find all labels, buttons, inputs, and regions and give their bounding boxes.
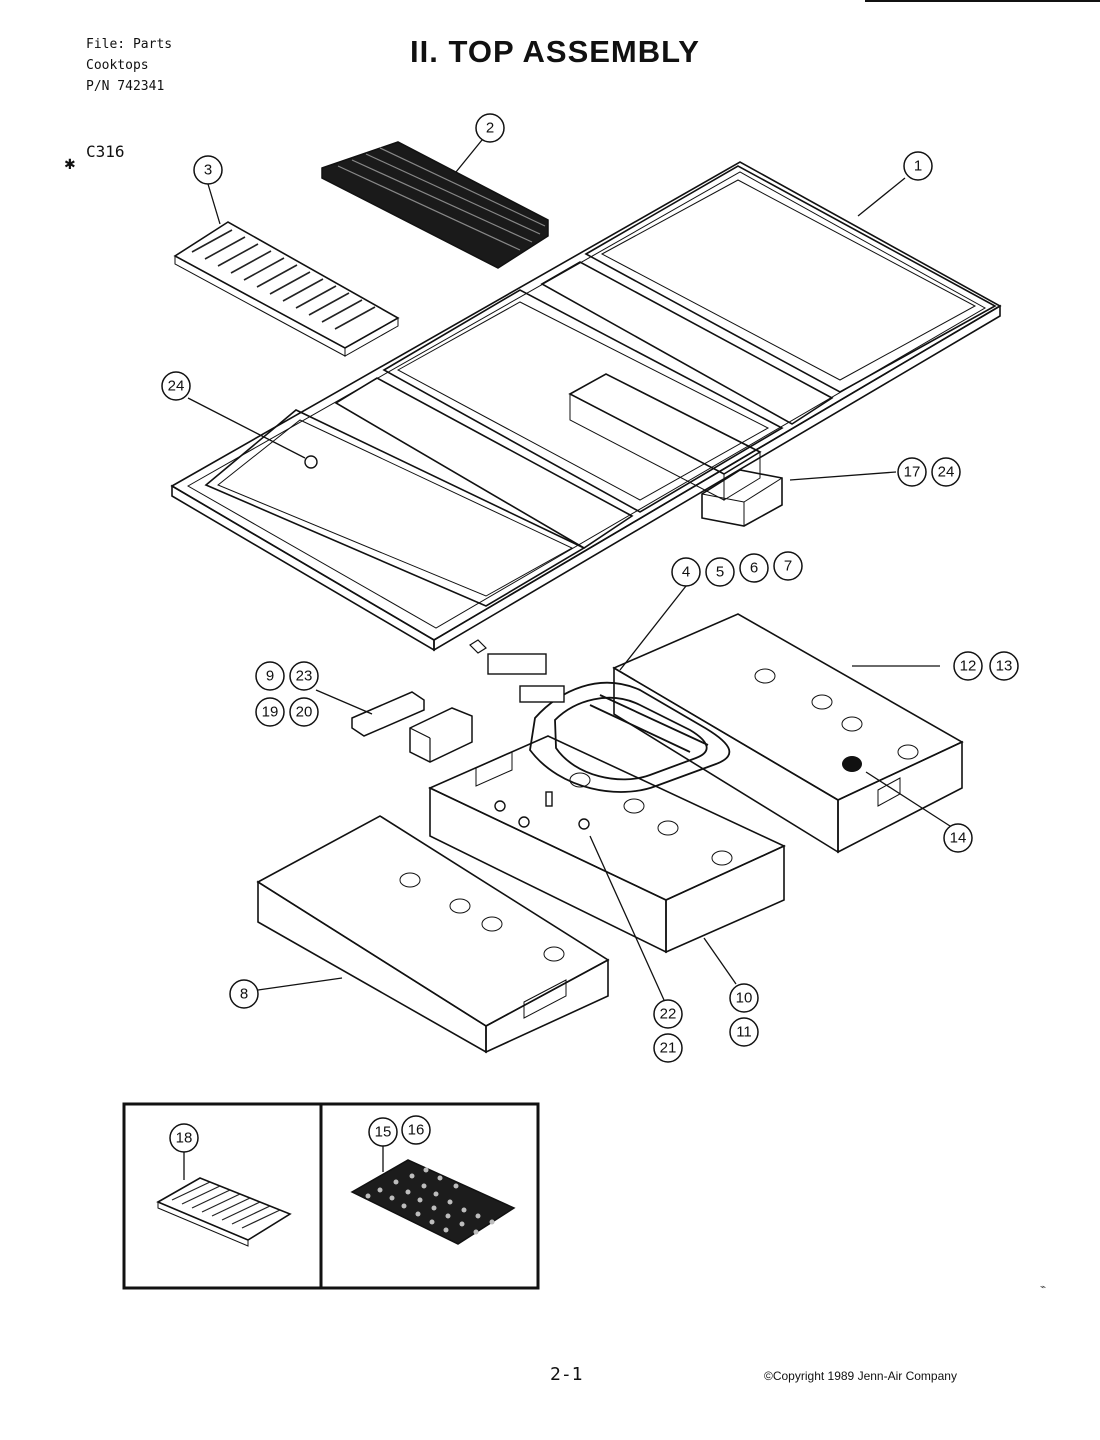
callout-9: 9: [255, 661, 285, 691]
callout-5: 5: [705, 557, 735, 587]
junction-box-drawing: [701, 469, 783, 527]
file-info-line: P/N 742341: [86, 79, 165, 94]
callout-label: 2: [486, 120, 494, 137]
nut-icon: [304, 455, 318, 469]
callout-label: 6: [750, 560, 758, 577]
callout-22: 22: [653, 999, 683, 1029]
model-number: C316: [86, 142, 125, 161]
callout-8: 8: [229, 979, 259, 1009]
callout-label: 8: [240, 986, 248, 1003]
callout-7: 7: [773, 551, 803, 581]
callout-label: 4: [682, 564, 690, 581]
top-frame-drawing: [170, 161, 1002, 652]
model-mark-icon: ✱: [64, 156, 76, 172]
callout-label: 1: [914, 158, 922, 175]
lava-rocks-drawing: [350, 1159, 516, 1245]
file-info: File: Parts Cooktops P/N 742341: [86, 34, 172, 97]
file-info-line: File: Parts: [86, 37, 173, 52]
copyright-notice: ©Copyright 1989 Jenn-Air Company: [764, 1369, 957, 1383]
callout-24-secondary: 24: [931, 457, 961, 487]
callout-label: 9: [266, 668, 274, 685]
scan-mark-icon: ⌁: [1040, 1282, 1047, 1293]
accessory-grate-drawing: [156, 1177, 292, 1247]
callout-label: 10: [736, 990, 753, 1007]
callout-label: 13: [996, 658, 1013, 675]
callout-6: 6: [739, 553, 769, 583]
callout-label: 3: [204, 162, 212, 179]
callout-label: 7: [784, 558, 792, 575]
callout-21: 21: [653, 1033, 683, 1063]
callout-14: 14: [943, 823, 973, 853]
left-drip-pan-drawing: [256, 815, 610, 1054]
callout-label: 15: [375, 1124, 392, 1141]
callout-label: 14: [950, 830, 967, 847]
page-title: II. TOP ASSEMBLY: [410, 34, 700, 69]
callout-label: 11: [736, 1024, 752, 1041]
callout-label: 16: [408, 1122, 425, 1139]
knob-icon: [842, 756, 862, 772]
right-drip-pan-drawing: [612, 613, 964, 854]
callout-2: 2: [475, 113, 505, 143]
accessory-inset-frame: [122, 1102, 540, 1290]
grill-rack-drawing: [321, 141, 549, 269]
callout-10: 10: [729, 983, 759, 1013]
callout-12: 12: [953, 651, 983, 681]
callout-15: 15: [368, 1117, 398, 1147]
callout-23: 23: [289, 661, 319, 691]
callout-label: 18: [176, 1130, 193, 1147]
callout-16: 16: [401, 1115, 431, 1145]
callout-label: 24: [938, 464, 955, 481]
file-info-line: Cooktops: [86, 58, 149, 73]
callout-11: 11: [729, 1017, 759, 1047]
callout-label: 21: [660, 1040, 677, 1057]
callout-label: 23: [296, 668, 313, 685]
callout-17: 17: [897, 457, 927, 487]
callout-3: 3: [193, 155, 223, 185]
callout-label: 5: [716, 564, 724, 581]
callout-24: 24: [161, 371, 191, 401]
callout-label: 24: [168, 378, 185, 395]
leader-lines: [183, 139, 951, 1180]
callout-20: 20: [289, 697, 319, 727]
callout-label: 19: [262, 704, 279, 721]
top-edge-rule: [865, 0, 1100, 2]
callout-label: 12: [960, 658, 977, 675]
callout-label: 17: [904, 464, 921, 481]
callout-1: 1: [903, 151, 933, 181]
callout-label: 20: [296, 704, 313, 721]
page-number: 2-1: [550, 1364, 583, 1385]
callout-18: 18: [169, 1123, 199, 1153]
center-drip-pan-drawing: [428, 735, 786, 954]
callout-4: 4: [671, 557, 701, 587]
callout-13: 13: [989, 651, 1019, 681]
callout-label: 22: [660, 1006, 677, 1023]
heating-element-drawing: [469, 639, 731, 793]
grille-drawing: [173, 221, 400, 357]
callout-19: 19: [255, 697, 285, 727]
bracket-switch-drawing: [351, 691, 473, 763]
